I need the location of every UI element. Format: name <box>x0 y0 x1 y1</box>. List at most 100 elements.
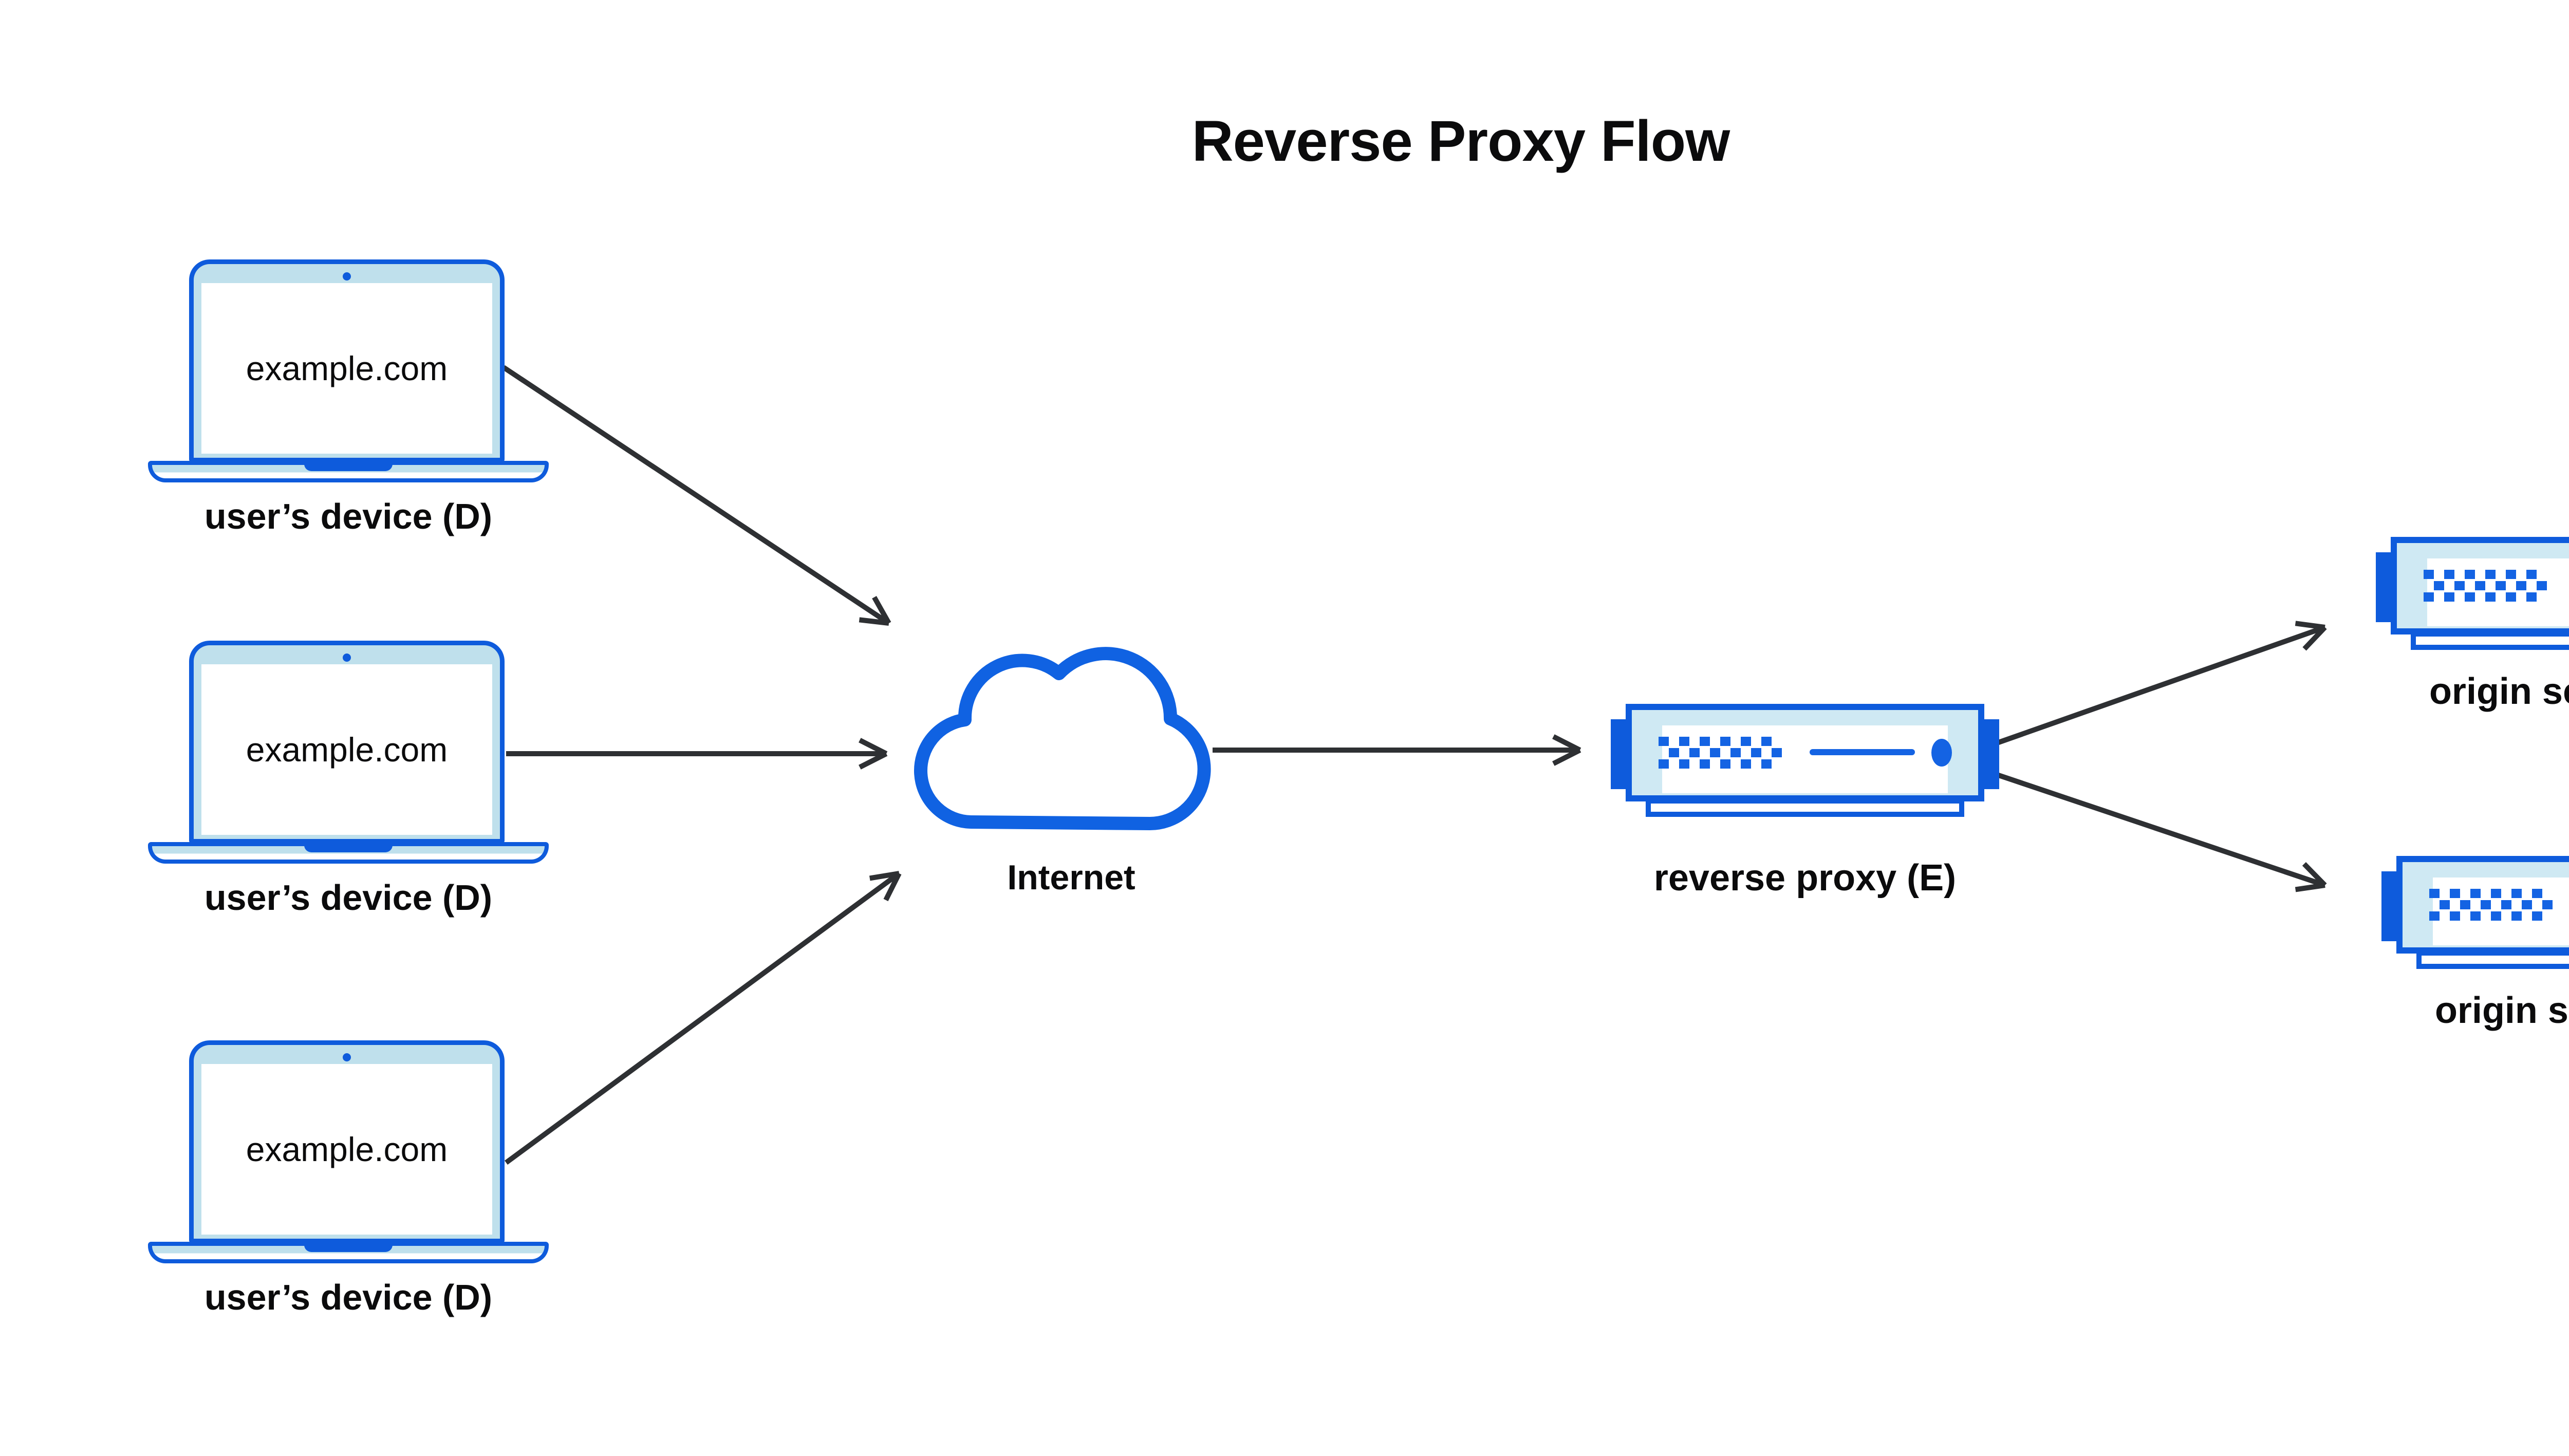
vent-dot <box>2475 581 2485 590</box>
device-label: user’s device (D) <box>204 878 493 918</box>
arrow-line <box>1996 621 2327 745</box>
vent-dot <box>1679 737 1689 746</box>
vent-dot <box>1741 737 1751 746</box>
vent-dot <box>2429 889 2440 898</box>
vent-dot <box>2434 581 2444 590</box>
vent-dot <box>2450 889 2460 898</box>
device-label: user’s device (D) <box>204 496 493 536</box>
user-device-3: example.com user’s device (D) <box>148 1040 549 1333</box>
vent-dot <box>1720 737 1730 746</box>
origin-server-label: origin server (F) <box>2434 990 2569 1031</box>
server-vents-icon <box>1659 737 1782 769</box>
vent-dot <box>2465 570 2475 579</box>
vent-dot <box>2496 581 2506 590</box>
internet-label: Internet <box>1007 858 1135 897</box>
vent-dot <box>2470 911 2481 921</box>
vent-dot <box>2429 911 2440 921</box>
server-power-light-icon <box>1931 739 1952 767</box>
vent-dot <box>2532 889 2542 898</box>
laptop-screen: example.com <box>201 664 492 835</box>
page-title: Reverse Proxy Flow <box>1192 109 1730 173</box>
vent-dot <box>2532 911 2542 921</box>
vent-dot <box>2506 592 2516 602</box>
cloud-icon <box>914 647 1211 830</box>
origin-server-2: origin server (F) <box>2381 856 2569 1072</box>
server-slot-icon <box>1810 749 1915 755</box>
vent-dot <box>1741 759 1751 769</box>
origin-server-1: origin server (F) <box>2376 537 2569 753</box>
arrow-line <box>1213 734 1581 766</box>
laptop-icon: example.com <box>189 259 505 462</box>
vent-dot <box>2440 900 2450 909</box>
screen-url-text: example.com <box>246 731 448 769</box>
laptop-notch <box>304 842 393 852</box>
screen-url-text: example.com <box>246 349 448 387</box>
arrow-line <box>505 871 902 1165</box>
vent-dot <box>2460 900 2470 909</box>
vent-dot <box>1659 759 1669 769</box>
vent-dot <box>2485 592 2496 602</box>
server-tab-right <box>1982 719 1999 789</box>
laptop-icon: example.com <box>189 641 505 844</box>
vent-dot <box>1679 759 1689 769</box>
server-tab-left <box>2376 552 2393 622</box>
vent-dot <box>1700 759 1710 769</box>
flow-arrows <box>502 365 2327 1165</box>
vent-dot <box>2537 581 2547 590</box>
vent-dot <box>1720 759 1730 769</box>
server-tab-left <box>1611 719 1628 789</box>
camera-dot-icon <box>343 654 351 662</box>
vent-dot <box>2491 889 2501 898</box>
vent-dot <box>1761 759 1772 769</box>
vent-dot <box>1689 748 1700 757</box>
vent-dot <box>2444 592 2454 602</box>
reverse-proxy-node: reverse proxy (E) <box>1611 704 1999 920</box>
vent-dot <box>2516 581 2526 590</box>
arrow-line <box>502 365 891 626</box>
vent-dot <box>1669 748 1679 757</box>
server-icon <box>1626 704 1984 801</box>
vent-dot <box>1751 748 1761 757</box>
device-label: user’s device (D) <box>204 1277 493 1317</box>
vent-dot <box>2511 889 2522 898</box>
vent-dot <box>2465 592 2475 602</box>
vent-dot <box>2511 911 2522 921</box>
laptop-icon: example.com <box>189 1040 505 1243</box>
arrow-line <box>506 738 888 770</box>
vent-dot <box>2501 900 2511 909</box>
vent-dot <box>2526 592 2537 602</box>
vent-dot <box>2450 911 2460 921</box>
vent-dot <box>2481 900 2491 909</box>
vent-dot <box>1730 748 1741 757</box>
vent-dot <box>1772 748 1782 757</box>
laptop-notch <box>304 461 393 471</box>
server-tab-left <box>2381 871 2399 941</box>
vent-dot <box>2424 570 2434 579</box>
vent-dot <box>2444 570 2454 579</box>
vent-dot <box>2470 889 2481 898</box>
screen-url-text: example.com <box>246 1130 448 1168</box>
vent-dot <box>1710 748 1720 757</box>
server-vents-icon <box>2424 570 2547 602</box>
user-device-1: example.com user’s device (D) <box>148 259 549 552</box>
vent-dot <box>2526 570 2537 579</box>
vent-dot <box>2454 581 2465 590</box>
vent-dot <box>2485 570 2496 579</box>
laptop-screen: example.com <box>201 283 492 454</box>
vent-dot <box>2542 900 2553 909</box>
vent-dot <box>2522 900 2532 909</box>
server-vents-icon <box>2429 889 2553 921</box>
vent-dot <box>2506 570 2516 579</box>
laptop-screen: example.com <box>201 1064 492 1235</box>
origin-server-label: origin server (F) <box>2429 671 2569 712</box>
camera-dot-icon <box>343 1053 351 1061</box>
user-device-2: example.com user’s device (D) <box>148 641 549 934</box>
reverse-proxy-label: reverse proxy (E) <box>1653 857 1957 899</box>
laptop-notch <box>304 1242 393 1252</box>
vent-dot <box>1659 737 1669 746</box>
camera-dot-icon <box>343 272 351 281</box>
vent-dot <box>2424 592 2434 602</box>
vent-dot <box>2491 911 2501 921</box>
